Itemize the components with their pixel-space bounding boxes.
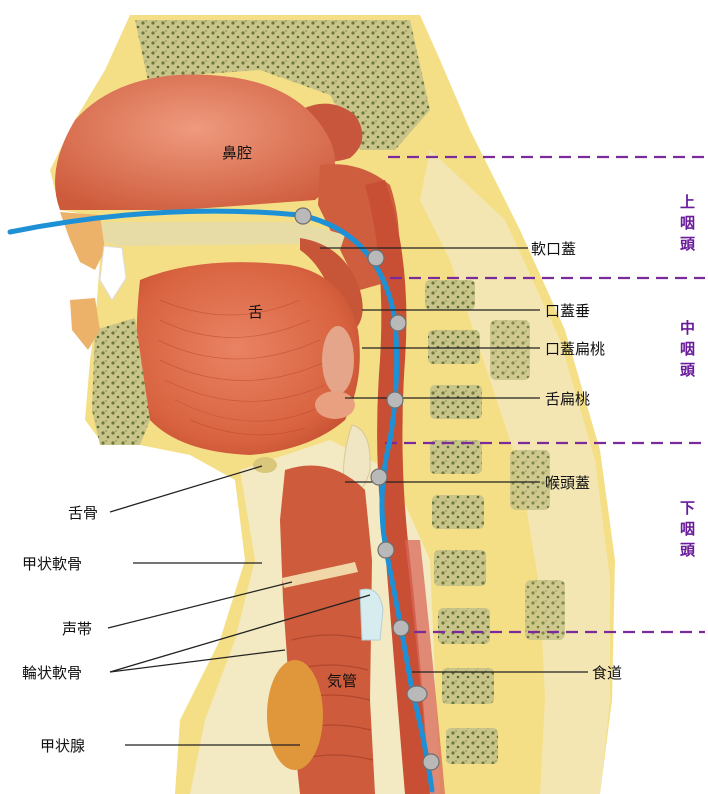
label-cricoid-cartilage: 輪状軟骨 [22, 664, 82, 682]
region-lower-char-2: 咽 [680, 520, 695, 538]
region-upper-pharynx: 上 咽 頭 [680, 193, 696, 253]
marker-point [371, 469, 387, 485]
label-uvula: 口蓋垂 [545, 302, 590, 320]
marker-point [390, 315, 406, 331]
label-epiglottis: 喉頭蓋 [545, 474, 590, 492]
region-middle-char-2: 咽 [680, 340, 695, 358]
hyoid-bone [253, 457, 277, 473]
region-lower-pharynx: 下 咽 頭 [680, 499, 696, 559]
region-upper-char-3: 頭 [680, 235, 696, 253]
marker-point [368, 250, 384, 266]
marker-point [407, 686, 427, 702]
region-lower-char-1: 下 [680, 499, 695, 517]
label-esophagus: 食道 [592, 664, 622, 682]
region-upper-char-1: 上 [680, 193, 695, 211]
label-vocal-cord: 声帯 [62, 620, 92, 638]
marker-point [393, 620, 409, 636]
marker-point [295, 208, 311, 224]
region-middle-pharynx: 中 咽 頭 [680, 319, 696, 379]
label-lingual-tonsil: 舌扁桃 [545, 390, 590, 408]
palatine-tonsil [322, 326, 354, 394]
region-lower-char-3: 頭 [680, 541, 696, 559]
region-middle-char-3: 頭 [680, 361, 696, 379]
label-soft-palate: 軟口蓋 [531, 240, 576, 258]
label-palatine-tonsil: 口蓋扁桃 [545, 340, 605, 358]
label-tongue: 舌 [248, 303, 263, 321]
marker-point [387, 392, 403, 408]
marker-point [378, 542, 394, 558]
region-upper-char-2: 咽 [680, 214, 695, 232]
label-thyroid-cartilage: 甲状軟骨 [22, 555, 82, 573]
thyroid-gland [267, 660, 323, 770]
label-hyoid-bone: 舌骨 [68, 504, 98, 522]
label-thyroid-gland: 甲状腺 [40, 737, 85, 755]
region-middle-char-1: 中 [680, 319, 695, 337]
label-trachea: 気管 [327, 672, 357, 690]
marker-point [423, 754, 439, 770]
label-nasal-cavity: 鼻腔 [222, 144, 252, 162]
lingual-tonsil-tissue [315, 391, 355, 419]
